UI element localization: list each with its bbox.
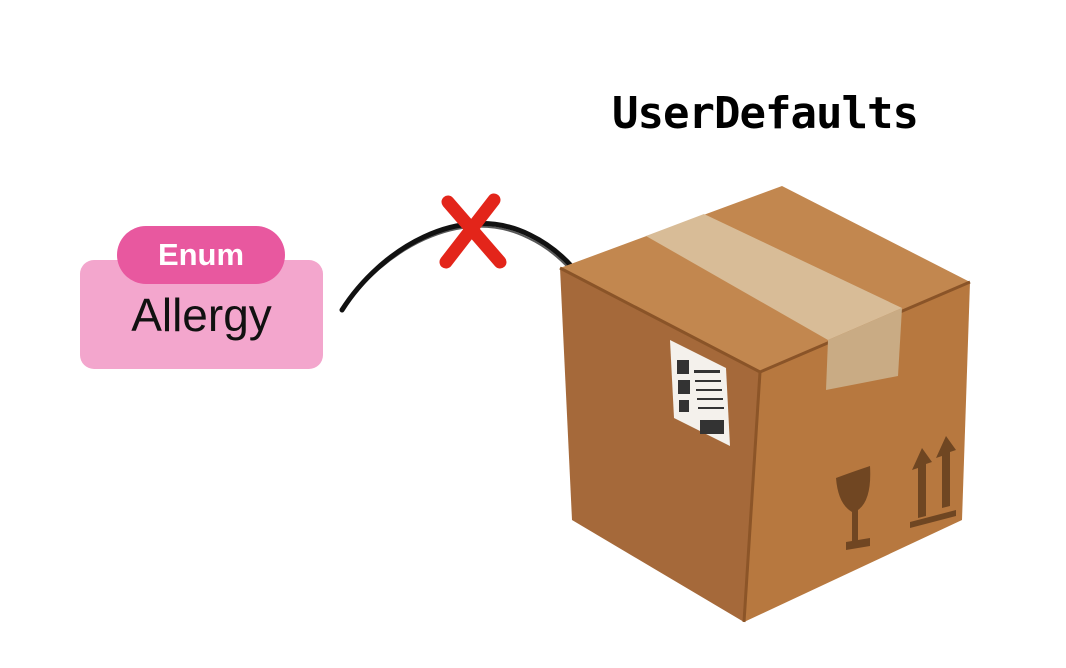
userdefaults-title: UserDefaults — [612, 88, 919, 139]
cross-mark-icon — [439, 193, 507, 269]
type-name-label: Allergy — [131, 289, 272, 341]
cardboard-box-icon — [559, 186, 971, 623]
enum-badge: Enum — [117, 226, 285, 284]
